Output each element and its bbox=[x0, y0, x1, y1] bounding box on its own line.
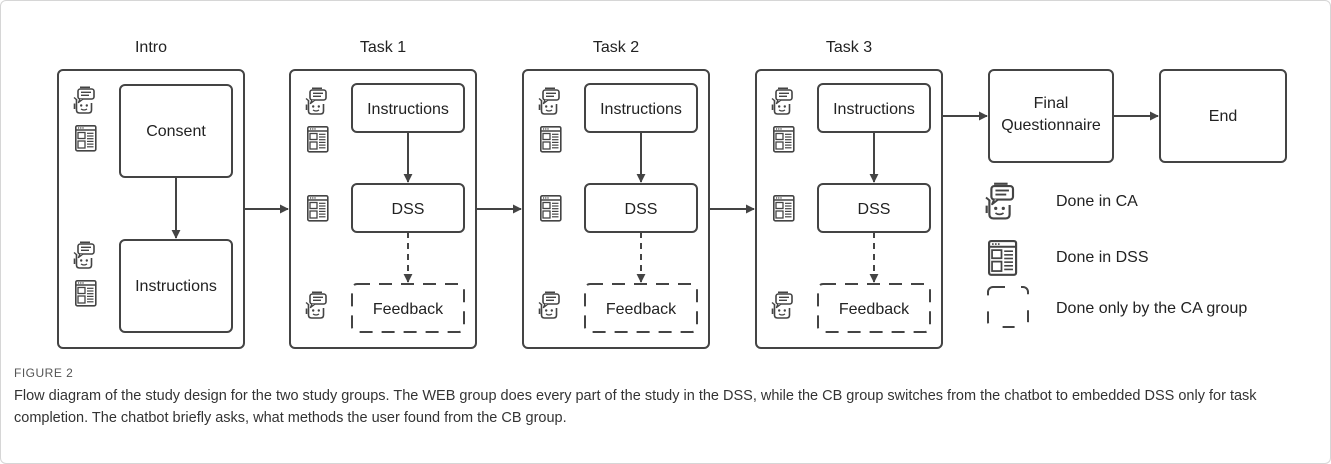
task3-container bbox=[755, 69, 943, 349]
legend-label-ca-group: Done only by the CA group bbox=[1056, 300, 1247, 317]
task2-feedback-box bbox=[584, 283, 698, 333]
label-task2-feedback: Feedback bbox=[606, 301, 677, 318]
legend-dashed-swatch bbox=[987, 286, 1029, 328]
legend-label-ca: Done in CA bbox=[1056, 193, 1138, 210]
label-task3-instructions: Instructions bbox=[833, 101, 915, 118]
task3-feedback-box bbox=[817, 283, 931, 333]
robot-chat-icon bbox=[73, 85, 95, 114]
dss-window-icon bbox=[772, 126, 795, 153]
column-title-task2: Task 2 bbox=[593, 39, 639, 56]
dss-window-icon bbox=[75, 125, 97, 152]
flow-diagram: Intro Task 1 Task 2 Task 3 Consent Instr… bbox=[57, 39, 1287, 349]
column-title-intro: Intro bbox=[135, 39, 167, 56]
label-task2-instructions: Instructions bbox=[600, 101, 682, 118]
end-box bbox=[1159, 69, 1287, 163]
robot-chat-icon bbox=[305, 86, 327, 115]
column-title-task3: Task 3 bbox=[826, 39, 872, 56]
label-intro-instructions: Instructions bbox=[135, 278, 217, 295]
label-end: End bbox=[1209, 108, 1237, 125]
figure-label: FIGURE 2 bbox=[14, 366, 74, 380]
label-final-line2: Questionnaire bbox=[1001, 117, 1101, 134]
label-final-line1: Final bbox=[1034, 95, 1069, 112]
label-task3-dss: DSS bbox=[858, 201, 891, 218]
final-questionnaire-box bbox=[988, 69, 1114, 163]
column-title-task1: Task 1 bbox=[360, 39, 406, 56]
robot-chat-icon bbox=[771, 290, 793, 319]
robot-chat-icon bbox=[73, 240, 95, 269]
label-task1-feedback: Feedback bbox=[373, 301, 444, 318]
robot-chat-icon bbox=[771, 86, 793, 115]
dss-window-icon bbox=[306, 126, 329, 153]
dss-window-icon bbox=[539, 126, 562, 153]
robot-chat-icon bbox=[538, 86, 560, 115]
label-task3-feedback: Feedback bbox=[839, 301, 910, 318]
legend-dss-window-icon bbox=[988, 240, 1018, 276]
intro-instructions-box bbox=[119, 239, 233, 333]
robot-chat-icon bbox=[305, 290, 327, 319]
task1-feedback-box bbox=[351, 283, 465, 333]
robot-chat-icon bbox=[538, 290, 560, 319]
figure-caption-text: Flow diagram of the study design for the… bbox=[14, 388, 1257, 426]
dss-window-icon bbox=[539, 195, 562, 222]
dss-window-icon bbox=[306, 195, 329, 222]
legend-robot-chat-icon bbox=[984, 181, 1015, 220]
label-task1-instructions: Instructions bbox=[367, 101, 449, 118]
figure-caption: FIGURE 2 Flow diagram of the study desig… bbox=[14, 366, 1319, 429]
label-task2-dss: DSS bbox=[625, 201, 658, 218]
label-task1-dss: DSS bbox=[392, 201, 425, 218]
dss-window-icon bbox=[772, 195, 795, 222]
legend-label-dss: Done in DSS bbox=[1056, 249, 1149, 266]
label-consent: Consent bbox=[146, 123, 206, 140]
dss-window-icon bbox=[75, 279, 97, 307]
